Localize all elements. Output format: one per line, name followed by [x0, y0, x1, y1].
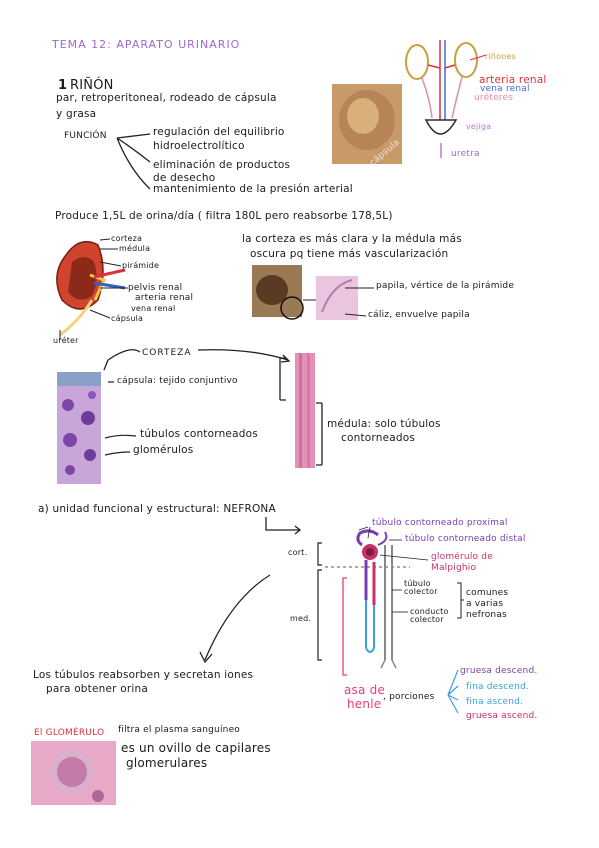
label-comunes-1: comunes	[466, 588, 509, 598]
label-vena-renal: vena renal	[480, 84, 530, 94]
label-histo-tubulos: túbulos contorneados	[140, 428, 258, 440]
label-asa-1: asa de	[344, 683, 385, 697]
function-item-1a: regulación del equilibrio	[153, 126, 285, 138]
function-item-1b: hidroelectrolítico	[153, 140, 245, 152]
function-item-2a: eliminación de productos	[153, 159, 291, 171]
label-histo-medula-1: médula: solo túbulos	[327, 418, 441, 430]
label-kidney-arteria: arteria renal	[135, 293, 194, 303]
medulla-histology-image	[295, 353, 315, 468]
label-fina-descend: fina descend.	[466, 682, 530, 692]
label-arteria-renal: arteria renal	[479, 74, 547, 86]
label-rinones: riñones	[485, 52, 517, 61]
section-heading: RIÑÓN	[70, 78, 114, 93]
label-tubulo-proximal: túbulo contorneado proximal	[372, 518, 508, 528]
glomerulo-photo	[31, 741, 116, 805]
papila-photo	[316, 276, 358, 320]
section-number: 1	[58, 78, 68, 93]
label-medula: médula	[119, 244, 151, 253]
caliz-label: cáliz, envuelve papila	[368, 310, 470, 320]
corteza-note-line-2: oscura pq tiene más vascularización	[250, 248, 449, 260]
label-asa-2: henle	[347, 697, 382, 711]
label-histo-corteza: CORTEZA	[142, 348, 192, 358]
label-glomerulo-2: Malpighio	[431, 563, 477, 573]
urine-production-note: Produce 1,5L de orina/día ( filtra 180L …	[55, 210, 393, 222]
label-gruesa-descend: gruesa descend.	[460, 666, 538, 676]
nefrona-arrow	[265, 517, 302, 535]
label-histo-medula-2: contorneados	[341, 432, 416, 444]
nefrona-heading: a) unidad funcional y estructural: NEFRO…	[38, 503, 276, 515]
label-pelvis-renal: pelvis renal	[128, 283, 183, 293]
label-histo-capsula: cápsula: tejido conjuntivo	[117, 376, 238, 386]
function-brace	[116, 133, 151, 190]
label-conducto-1: conducto	[410, 607, 449, 616]
papila-label: papila, vértice de la pirámide	[376, 281, 515, 291]
label-ureter: uréter	[53, 336, 79, 345]
label-comunes-3: nefronas	[466, 610, 507, 620]
label-fina-ascend: fina ascend.	[466, 697, 524, 707]
bullet-line-2: y grasa	[56, 108, 97, 120]
glomerulo-note-text-1: filtra el plasma sanguíneo	[118, 725, 241, 735]
label-cort: cort.	[288, 548, 308, 557]
label-tubulo-colector-1: túbulo	[404, 579, 431, 588]
cortex-histology-image	[57, 372, 101, 484]
corteza-arrow	[107, 349, 289, 361]
tubulos-arrow	[199, 574, 271, 664]
function-item-3: mantenimiento de la presión arterial	[153, 183, 353, 195]
label-corteza: corteza	[111, 234, 143, 243]
nephron-diagram	[317, 526, 464, 714]
tubulos-note-2: para obtener orina	[46, 683, 148, 695]
function-item-2b: de desecho	[153, 172, 216, 184]
label-capsula: cápsula	[111, 314, 144, 323]
tubulos-note-1: Los túbulos reabsorben y secretan iones	[33, 669, 254, 681]
label-kidney-vena: vena renal	[131, 304, 176, 313]
page-title: TEMA 12: APARATO URINARIO	[52, 38, 241, 51]
label-vejiga: vejiga	[466, 122, 492, 131]
glomerulo-note-text-2: es un ovillo de capilares	[121, 741, 271, 755]
label-uretra: uretra	[451, 149, 480, 159]
label-tubulo-distal: túbulo contorneado distal	[405, 534, 526, 544]
bullet-line-1: par, retroperitoneal, rodeado de cápsula	[56, 92, 277, 104]
label-porciones: , porciones	[383, 692, 435, 702]
urinary-system-diagram	[405, 40, 487, 158]
label-tubulo-colector-2: colector	[404, 587, 438, 596]
label-gruesa-ascend: gruesa ascend.	[466, 711, 538, 721]
glomerulo-note-text-3: glomerulares	[126, 756, 208, 770]
label-conducto-2: colector	[410, 615, 444, 624]
glomerulo-note-label: El GLOMÉRULO	[34, 728, 105, 738]
corteza-note-line-1: la corteza es más clara y la médula más	[242, 233, 462, 245]
label-ureteres: uréteres	[474, 93, 514, 103]
label-comunes-2: a varias	[466, 599, 504, 609]
label-med: med.	[290, 614, 312, 623]
label-histo-glomerulos: glomérulos	[133, 444, 194, 456]
label-piramide: pirámide	[122, 261, 160, 270]
funcion-label: FUNCIÓN	[64, 131, 107, 141]
label-glomerulo-1: glomérulo de	[431, 552, 493, 562]
kidney-diagram	[56, 238, 128, 340]
